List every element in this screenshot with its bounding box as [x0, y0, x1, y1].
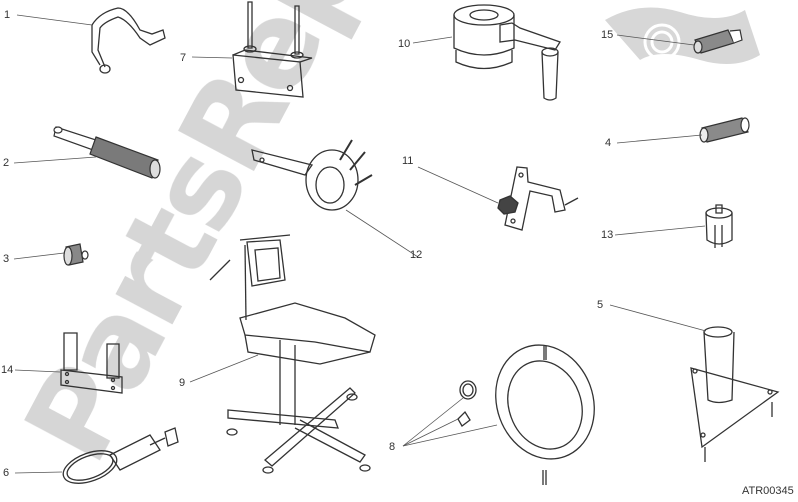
- callout-3: 3: [3, 253, 10, 265]
- callout-5: 5: [597, 299, 604, 311]
- callout-8: 8: [389, 441, 396, 453]
- part-11-bracket-nut: [497, 166, 579, 231]
- callout-12: 12: [410, 249, 423, 261]
- callout-1: 1: [4, 9, 11, 21]
- callout-9: 9: [179, 377, 186, 389]
- svg-text:PartsRepublik: PartsRepublik: [0, 0, 535, 483]
- part-14-plate-bracket: [60, 332, 123, 394]
- part-4-knurled-pin: [699, 117, 750, 143]
- part-15-knurled-pin: [693, 29, 743, 54]
- callout-6: 6: [3, 467, 10, 479]
- callout-14: 14: [1, 364, 14, 376]
- part-2-handle-punch: [53, 126, 161, 179]
- callout-15: 15: [601, 29, 614, 41]
- part-9-engine-stand: [209, 234, 376, 474]
- part-12-ring-lock: [251, 139, 373, 211]
- callout-2: 2: [3, 157, 10, 169]
- part-7-pin-bracket: [232, 1, 313, 98]
- drawing-code: ATR00345: [742, 485, 794, 497]
- part-5-triangle-base: [690, 326, 780, 462]
- part-1-hooked-rod: [91, 7, 166, 74]
- part-6-strap-wrench: [62, 427, 179, 484]
- callout-4: 4: [605, 137, 612, 149]
- part-3-bushing: [63, 243, 89, 266]
- callout-13: 13: [601, 229, 614, 241]
- callout-7: 7: [180, 52, 187, 64]
- watermark: PartsRepublik: [0, 0, 760, 483]
- callout-10: 10: [398, 38, 411, 50]
- leader-lines: [13, 14, 707, 474]
- part-8-ring-kit: [457, 344, 595, 485]
- part-10-socket-crank: [453, 4, 561, 101]
- part-13-slotted-sleeve: [705, 204, 733, 248]
- callout-11: 11: [402, 155, 414, 167]
